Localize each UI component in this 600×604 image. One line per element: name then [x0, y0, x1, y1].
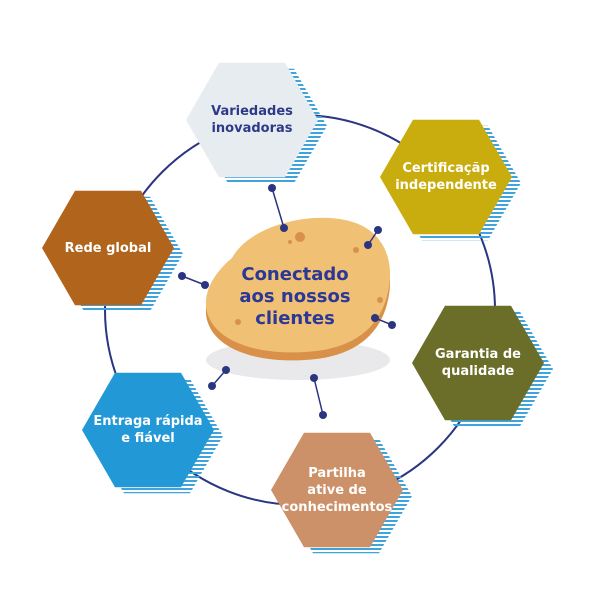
center-label-line-1: Conectado: [241, 264, 349, 285]
certificacao-connector-dot-inner: [364, 241, 372, 249]
variedades-label-line: inovadoras: [211, 121, 293, 136]
certificacao-label-line: Certificaçãp: [402, 161, 490, 176]
rede-connector-line: [181, 275, 206, 286]
certificacao-label: Certificaçãp independente: [386, 137, 506, 217]
certificacao-connector-dot-outer: [374, 226, 382, 234]
certificacao-label-line: independente: [395, 178, 497, 193]
entrega-label: Entraga rápida e fiável: [88, 390, 208, 470]
variedades-connector-dot-inner: [280, 224, 288, 232]
partilha-connector-dot-outer: [310, 374, 318, 382]
center-label-line-2: aos nossos: [239, 286, 351, 307]
variedades-label: Variedades inovadoras: [192, 80, 312, 160]
rede-connector-dot-outer: [178, 272, 186, 280]
variedades-label-line: Variedades: [211, 104, 293, 119]
garantia-connector-dot-inner: [371, 314, 379, 322]
partilha-connector-line: [313, 377, 324, 416]
potato-spot: [353, 247, 359, 253]
center-label: Conectado aos nossos clientes: [215, 262, 375, 332]
potato-spot: [377, 297, 383, 303]
entrega-connector-dot-outer: [222, 366, 230, 374]
center-label-line-3: clientes: [255, 308, 335, 329]
garantia-label: Garantia de qualidade: [418, 323, 538, 403]
partilha-label-line: conhecimentos: [281, 499, 393, 515]
garantia-hexagon: [412, 305, 544, 421]
entrega-hexagon: [82, 372, 214, 488]
variedades-hexagon: [186, 62, 318, 178]
rede-hexagon: [42, 190, 174, 306]
variedades-connector-dot-outer: [268, 184, 276, 192]
potato-spot: [295, 232, 305, 242]
partilha-connector-dot-inner: [319, 411, 327, 419]
entrega-label-line: Entraga rápida: [93, 414, 203, 429]
partilha-label-line: ative de: [307, 482, 367, 498]
partilha-hexagon: [271, 432, 403, 548]
garantia-label-line: Garantia de: [435, 347, 521, 362]
certificacao-hexagon: [380, 119, 512, 235]
rede-label-line: Rede global: [64, 240, 152, 256]
potato-spot: [235, 319, 241, 325]
entrega-label-line: e fiável: [121, 431, 175, 446]
rede-connector-dot-inner: [201, 281, 209, 289]
potato-spot: [288, 240, 292, 244]
rede-label: Rede global: [48, 208, 168, 288]
potato-icon: [205, 217, 391, 353]
entrega-connector-dot-inner: [208, 382, 216, 390]
garantia-connector-dot-outer: [388, 321, 396, 329]
partilha-label-line: Partilha: [308, 465, 366, 481]
variedades-connector-line: [271, 187, 285, 229]
garantia-label-line: qualidade: [441, 364, 515, 379]
